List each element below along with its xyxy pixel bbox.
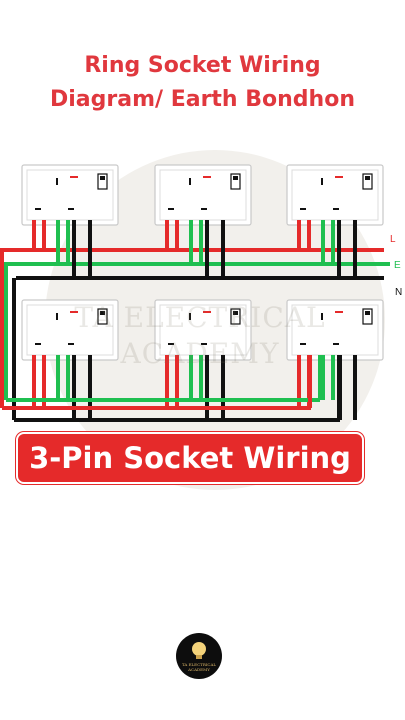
socket-6	[286, 299, 384, 361]
switch-rocker	[230, 173, 241, 190]
lightbulb-icon	[192, 642, 206, 659]
neutral-slot	[300, 208, 306, 210]
neutral-slot	[168, 343, 174, 345]
switch-rocker	[362, 308, 373, 325]
switch-rocker	[230, 308, 241, 325]
earth-slot	[56, 313, 58, 320]
switch-indicator	[70, 311, 78, 313]
watermark-text: TA ELECTRICAL ACADEMY	[74, 301, 326, 370]
switch-rocker	[97, 308, 108, 325]
neutral-slot	[300, 343, 306, 345]
switch-indicator	[335, 176, 343, 178]
earth-slot	[321, 178, 323, 185]
wires-layer	[0, 220, 390, 422]
live-slot	[333, 343, 339, 345]
switch-rocker-top	[365, 311, 370, 315]
neutral-slot	[35, 208, 41, 210]
neutral-slot	[35, 343, 41, 345]
live-slot	[68, 343, 74, 345]
sockets-layer	[21, 164, 384, 361]
neutral-slot	[168, 208, 174, 210]
live-label: L	[390, 234, 396, 245]
live-slot	[201, 208, 207, 210]
logo-text: TA ELECTRICAL ACADEMY	[181, 662, 217, 672]
academy-logo: TA ELECTRICAL ACADEMY	[176, 633, 222, 679]
switch-indicator	[335, 311, 343, 313]
socket-1	[21, 164, 119, 226]
switch-rocker-top	[365, 176, 370, 180]
neutral-label: N	[395, 287, 403, 298]
earth-label: E	[394, 260, 401, 271]
live-slot	[333, 208, 339, 210]
earth-slot	[56, 178, 58, 185]
switch-rocker-top	[233, 311, 238, 315]
socket-wiring-banner: 3-Pin Socket Wiring	[16, 432, 364, 484]
live-slot	[201, 343, 207, 345]
socket-2	[154, 164, 252, 226]
switch-indicator	[203, 176, 211, 178]
switch-rocker-top	[100, 311, 105, 315]
page-title-line-1: Ring Socket Wiring	[84, 53, 321, 78]
switch-rocker	[362, 173, 373, 190]
earth-slot	[189, 178, 191, 185]
socket-3	[286, 164, 384, 226]
switch-rocker-top	[100, 176, 105, 180]
earth-slot	[321, 313, 323, 320]
switch-indicator	[70, 176, 78, 178]
switch-rocker-top	[233, 176, 238, 180]
live-slot	[68, 208, 74, 210]
earth-slot	[189, 313, 191, 320]
page-title-line-2: Diagram/ Earth Bondhon	[49, 87, 355, 112]
switch-rocker	[97, 173, 108, 190]
switch-indicator	[203, 311, 211, 313]
